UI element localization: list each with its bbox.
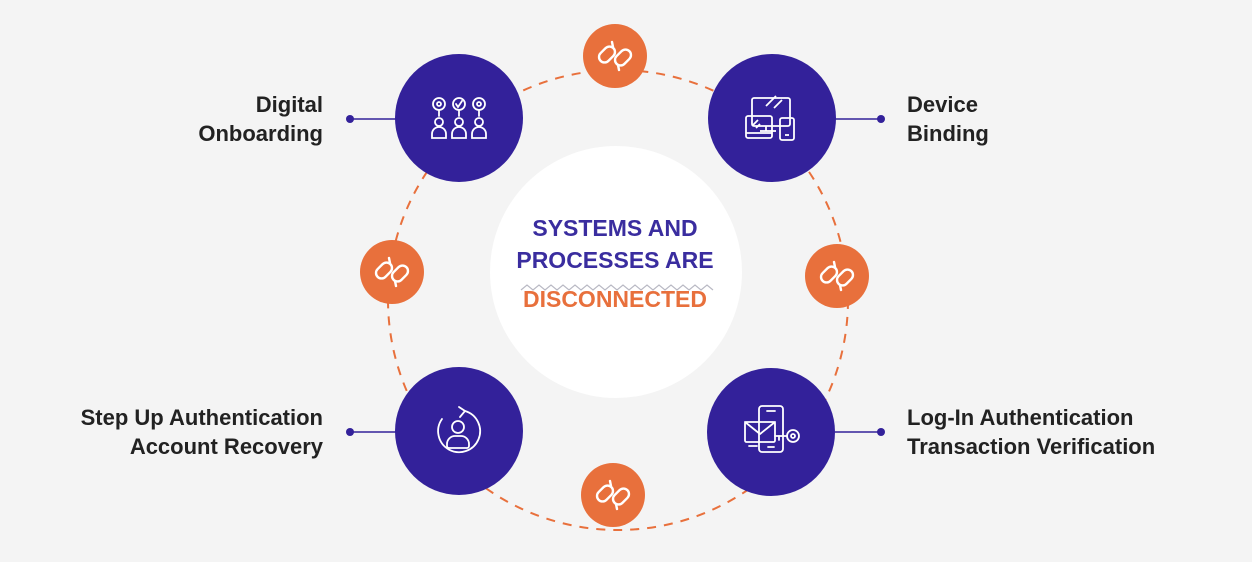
label-line: Digital [255, 92, 323, 117]
label-digital-onboarding: Digital Onboarding [198, 90, 323, 148]
node-login-auth [707, 368, 835, 496]
devices-icon [745, 95, 795, 141]
broken-link-icon [374, 256, 410, 288]
label-connectors [352, 118, 880, 433]
link-badge-right [805, 244, 869, 308]
phone-mail-key-icon [744, 405, 800, 453]
broken-link-icon [819, 260, 855, 292]
center-zigzag [520, 284, 714, 291]
node-digital-onboarding [395, 54, 523, 182]
center-statement: SYSTEMS AND PROCESSES ARE DISCONNECTED [490, 212, 740, 314]
center-line-2: PROCESSES ARE [516, 247, 714, 273]
node-step-up [395, 367, 523, 495]
dot-login-auth [877, 428, 885, 436]
node-device-binding [708, 54, 836, 182]
link-badge-top [583, 24, 647, 88]
label-line: Binding [907, 121, 989, 146]
label-line: Step Up Authentication [80, 405, 323, 430]
broken-link-icon [595, 479, 631, 511]
dot-device-binding [877, 115, 885, 123]
center-accent: DISCONNECTED [522, 286, 707, 312]
center-circle [490, 146, 742, 398]
connector-dots [346, 115, 885, 436]
link-badge-bottom [581, 463, 645, 527]
label-line: Log-In Authentication [907, 405, 1134, 430]
center-line-1: SYSTEMS AND [532, 215, 698, 241]
label-login-auth: Log-In Authentication Transaction Verifi… [907, 403, 1155, 461]
label-line: Device [907, 92, 978, 117]
link-badge-left [360, 240, 424, 304]
label-line: Transaction Verification [907, 434, 1156, 459]
label-line: Onboarding [198, 121, 323, 146]
dot-digital-onboarding [346, 115, 354, 123]
label-step-up: Step Up Authentication Account Recovery [81, 403, 323, 461]
label-device-binding: Device Binding [907, 90, 989, 148]
broken-link-icon [597, 40, 633, 72]
user-refresh-icon [437, 406, 482, 454]
label-line: Account Recovery [129, 434, 323, 459]
users-onboarding-icon [431, 97, 487, 139]
dot-step-up [346, 428, 354, 436]
